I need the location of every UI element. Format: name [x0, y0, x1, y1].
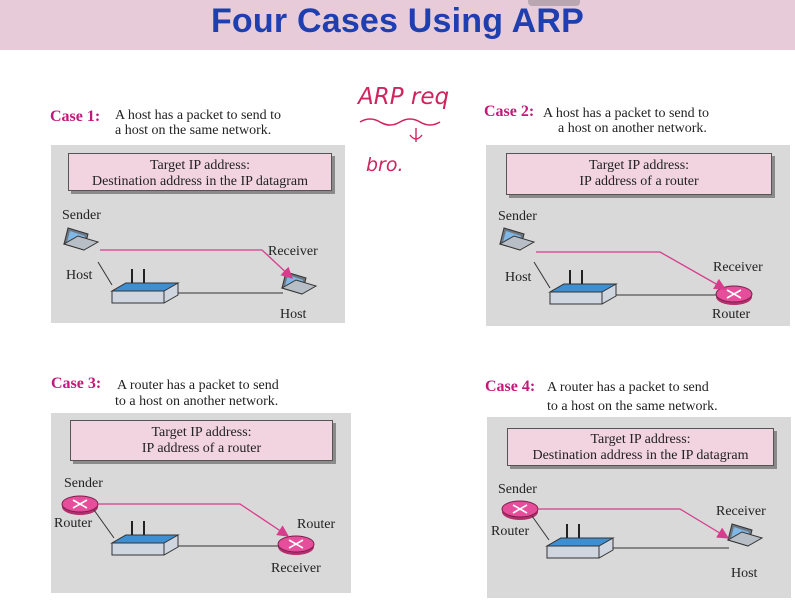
case-1-target-line2: Destination address in the IP datagram — [91, 174, 309, 189]
case-4-desc-line2: to a host on the same network. — [547, 399, 718, 414]
case-4-sender-type: Router — [491, 524, 530, 539]
case-3-sender-router — [61, 495, 99, 516]
case-4-label: Case 4: — [485, 378, 536, 395]
case-1-switch — [111, 268, 179, 304]
case-2-sender-laptop — [499, 227, 535, 251]
case-4-arp-arrow — [538, 508, 730, 539]
case-1-sender-type: Host — [66, 268, 93, 283]
case-3-receiver-type: Receiver — [271, 561, 321, 576]
case-4-target-line1: Target IP address: — [590, 432, 691, 447]
case-3-target-line1: Target IP address: — [151, 425, 252, 440]
case-2-sender-link — [533, 261, 551, 289]
case-4-receiver-type: Host — [731, 566, 758, 581]
case-3-desc-line2: to a host on another network. — [115, 394, 279, 409]
case-1-receiver-label: Receiver — [268, 244, 318, 259]
case-2-target-box: Target IP address: IP address of a route… — [506, 153, 772, 195]
case-4-sender-link — [531, 515, 550, 541]
case-3-sender-link — [93, 509, 115, 539]
case-2-receiver-type: Router — [712, 307, 751, 322]
case-2-label: Case 2: — [484, 103, 535, 120]
case-2-switch — [549, 269, 617, 305]
case-2-sender-label: Sender — [498, 209, 537, 224]
case-3-receiver-label: Router — [297, 517, 336, 532]
case-3-label: Case 3: — [51, 375, 102, 392]
case-2-receiver-label: Receiver — [713, 260, 763, 275]
case-1-arp-arrow — [100, 249, 293, 279]
case-4-receiver-label: Receiver — [716, 504, 766, 519]
case-1-receiver-type: Host — [280, 307, 307, 322]
case-4-desc-line1: A router has a packet to send — [547, 380, 709, 395]
case-2-target-line2: IP address of a router — [579, 174, 699, 189]
case-1-target-line1: Target IP address: — [149, 158, 251, 173]
case-4-sender-label: Sender — [498, 482, 537, 497]
window-tab — [528, 0, 580, 6]
case-3-target-line2: IP address of a router — [141, 441, 262, 456]
case-3-arp-arrow — [98, 503, 290, 537]
case-3-sender-label: Sender — [64, 476, 103, 491]
case-1-sender-link — [97, 261, 113, 286]
case-1-sender-laptop — [63, 227, 99, 251]
case-1-desc-line2: a host on the same network. — [115, 123, 272, 138]
handwritten-annotation-arp: ARP req — [358, 84, 450, 110]
case-2-sender-type: Host — [505, 270, 532, 285]
case-2-desc-line2: a host on another network. — [558, 121, 707, 136]
handwritten-annotation-bro: bro. — [366, 154, 404, 176]
slide-title: Four Cases Using ARP — [210, 2, 585, 40]
case-1-desc-line1: A host has a packet to send to — [115, 108, 282, 123]
case-4-switch — [546, 523, 614, 559]
case-3-switch — [111, 520, 179, 556]
case-3-desc-line1: A router has a packet to send — [117, 378, 279, 393]
case-2-target-line1: Target IP address: — [588, 158, 690, 173]
case-3-receiver-router — [277, 535, 315, 556]
title-bar — [0, 0, 795, 50]
case-3-target-box: Target IP address: IP address of a route… — [70, 420, 333, 461]
case-1-target-box: Target IP address: Destination address i… — [68, 153, 332, 191]
case-4-receiver-laptop — [727, 523, 763, 547]
case-4-target-line2: Destination address in the IP datagram — [532, 448, 749, 463]
case-1-label: Case 1: — [50, 108, 101, 125]
case-4-target-box: Target IP address: Destination address i… — [507, 428, 774, 466]
case-1-sender-label: Sender — [62, 208, 101, 223]
case-2-desc-line1: A host has a packet to send to — [543, 106, 710, 121]
case-2-arp-arrow — [536, 251, 727, 290]
case-2-receiver-router — [715, 285, 753, 306]
case-3-sender-type: Router — [54, 516, 93, 531]
case-1-receiver-laptop — [281, 271, 317, 295]
